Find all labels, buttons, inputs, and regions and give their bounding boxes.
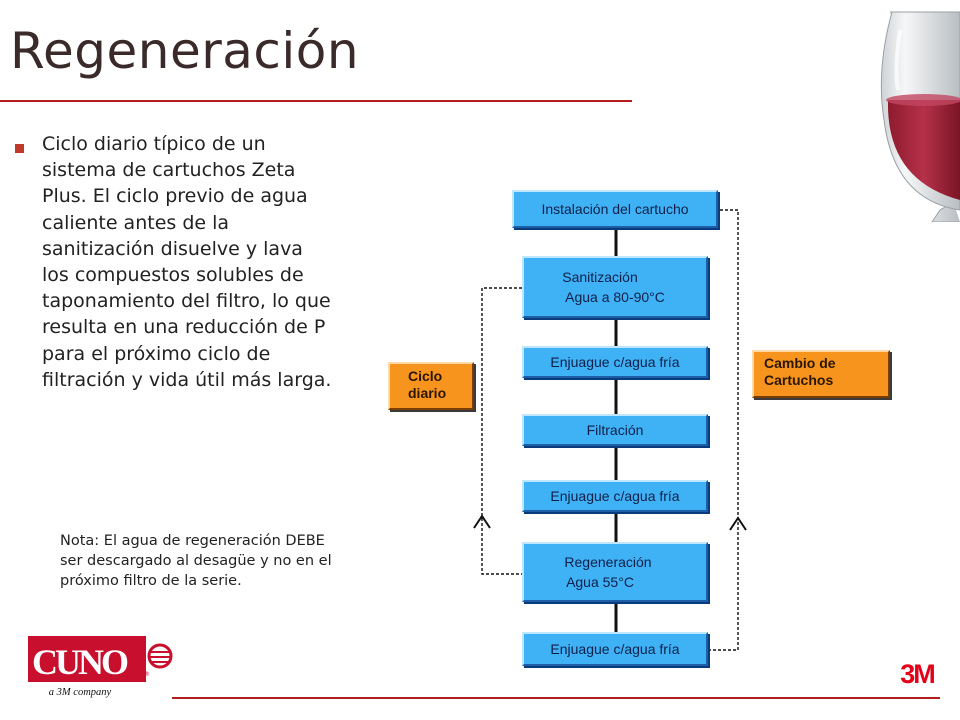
step-cold-rinse: Enjuague c/agua fría: [522, 346, 708, 378]
3m-wordmark: 3M: [900, 659, 934, 686]
daily-cycle-loop: [481, 287, 524, 575]
step-filtration: Filtración: [522, 414, 708, 446]
step-label: Instalación del cartucho: [541, 201, 689, 217]
note-line: próximo filtro de la serie.: [60, 573, 242, 589]
note-line: Nota: El agua de regeneración DEBE: [60, 533, 325, 549]
step-label: Filtración: [586, 422, 644, 438]
step-regeneration: Regeneración Agua 55°C: [522, 542, 708, 602]
cuno-logo: CUNO ® a 3M company: [28, 636, 173, 698]
step-label: Regeneración: [564, 554, 652, 570]
step-cold-rinse: Enjuague c/agua fría: [522, 480, 708, 512]
step-sublabel: Agua a 80-90°C: [565, 289, 665, 305]
wine-glass-image: [880, 11, 960, 222]
3m-logo: 3M: [900, 659, 936, 686]
cartridge-change-line: Cartuchos: [764, 372, 834, 388]
slide-title: Regeneración: [10, 22, 360, 80]
daily-cycle-line: diario: [408, 385, 447, 401]
cuno-tagline: a 3M company: [49, 687, 112, 698]
svg-text:®: ®: [144, 671, 150, 678]
footer-rule: [172, 697, 940, 699]
note-text: Nota: El agua de regeneración DEBE ser d…: [60, 531, 420, 591]
note-line: ser descargado al desagüe y no en el: [60, 553, 332, 569]
title-underline: [0, 100, 632, 102]
body-paragraph: Ciclo diario típico de un sistema de car…: [42, 133, 332, 391]
step-label: Enjuague c/agua fría: [550, 641, 680, 657]
step-sanitization: Sanitización Agua a 80-90°C: [522, 256, 708, 318]
cuno-wordmark: CUNO: [32, 642, 128, 682]
step-sublabel: Agua 55°C: [566, 574, 634, 590]
cartridge-change-label: Cambio de Cartuchos: [752, 350, 890, 398]
daily-cycle-label: Ciclo diario: [388, 362, 474, 410]
daily-cycle-arrow-icon: [473, 514, 491, 529]
daily-cycle-line: Ciclo: [408, 368, 443, 384]
cartridge-change-loop: [708, 209, 739, 651]
step-label: Sanitización: [562, 269, 638, 285]
step-cold-rinse: Enjuague c/agua fría: [522, 632, 708, 666]
bullet-square-icon: [15, 144, 24, 153]
step-label: Enjuague c/agua fría: [550, 488, 680, 504]
cartridge-change-line: Cambio de: [764, 355, 836, 371]
step-install-cartridge: Instalación del cartucho: [512, 190, 718, 228]
step-label: Enjuague c/agua fría: [550, 354, 680, 370]
cartridge-change-arrow-icon: [729, 516, 747, 531]
